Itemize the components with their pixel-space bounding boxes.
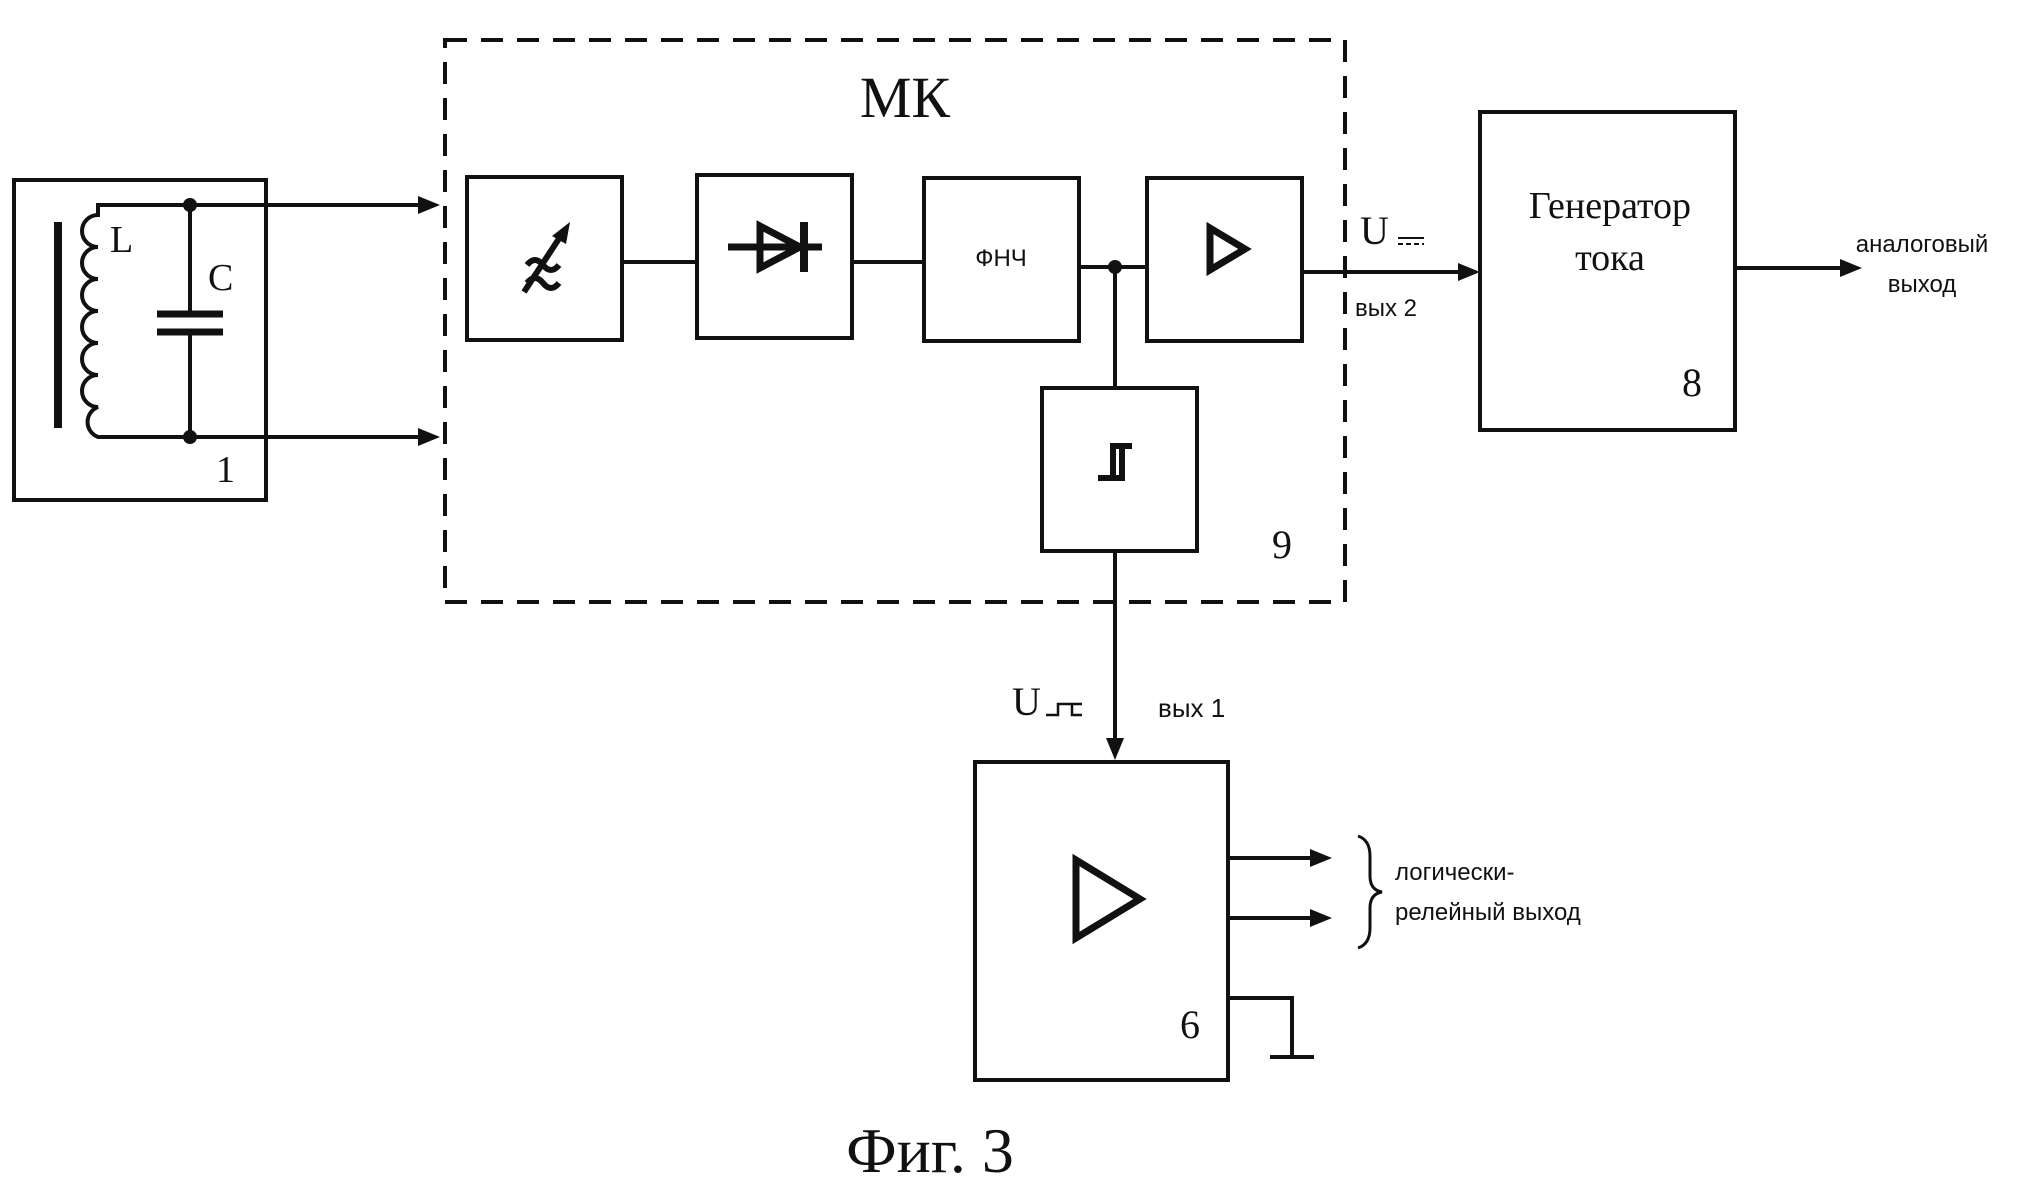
out2-symbol: U	[1360, 208, 1389, 253]
hysteresis-icon	[1098, 443, 1132, 481]
relay-block: 6	[973, 760, 1230, 1082]
brace-icon	[1357, 834, 1383, 950]
capacitor-label: C	[208, 257, 233, 299]
rectifier-block	[695, 173, 854, 340]
out1-label: вых 1	[1158, 693, 1225, 723]
comparator-block	[1040, 386, 1199, 553]
lpf-label: ФНЧ	[975, 245, 1027, 272]
mk-frame	[443, 38, 1347, 604]
arrow-to-relay	[1106, 738, 1124, 760]
block-8-number: 8	[1682, 360, 1702, 405]
block-1-number: 1	[216, 449, 235, 491]
variable-arrow-icon	[521, 232, 565, 294]
relay-label-line1: логически-	[1395, 859, 1515, 886]
arrow-relay-out2	[1310, 909, 1332, 927]
capacitor-symbol	[157, 205, 223, 437]
arrow-to-generator	[1458, 263, 1480, 281]
mk-label: МК	[860, 65, 951, 130]
arrow-relay-out1	[1310, 849, 1332, 867]
block-6-number: 6	[1180, 1002, 1200, 1047]
generator-title-line2: тока	[1575, 237, 1645, 279]
lpf-block: ФНЧ	[922, 176, 1081, 343]
inductor-label: L	[110, 219, 133, 261]
lc-circuit-block: L C 1	[12, 178, 268, 502]
generator-title-line1: Генератор	[1529, 185, 1691, 227]
wire-ground	[1228, 996, 1294, 1055]
arrow-lc-top	[418, 196, 440, 214]
analog-label-line1: аналоговый	[1856, 231, 1989, 258]
arrow-analog-out	[1840, 259, 1862, 277]
inductor-coil	[80, 203, 190, 439]
out1-symbol: U	[1012, 679, 1041, 724]
figure-caption: Фиг. 3	[846, 1115, 1014, 1186]
amplifier-block	[1145, 176, 1304, 343]
arrow-lc-bottom	[418, 428, 440, 446]
relay-label-line2: релейный выход	[1395, 899, 1581, 926]
analog-label-line2: выход	[1888, 271, 1957, 298]
variable-gain-block	[465, 175, 624, 342]
current-generator-block: Генератор тока 8	[1478, 110, 1737, 432]
block-9-number: 9	[1272, 522, 1292, 567]
pulse-subscript-icon	[1046, 702, 1082, 717]
amplifier-triangle-icon	[1206, 221, 1252, 277]
relay-amplifier-triangle-icon	[1072, 853, 1147, 945]
out2-label: вых 2	[1355, 295, 1417, 322]
diode-icon	[756, 220, 808, 274]
